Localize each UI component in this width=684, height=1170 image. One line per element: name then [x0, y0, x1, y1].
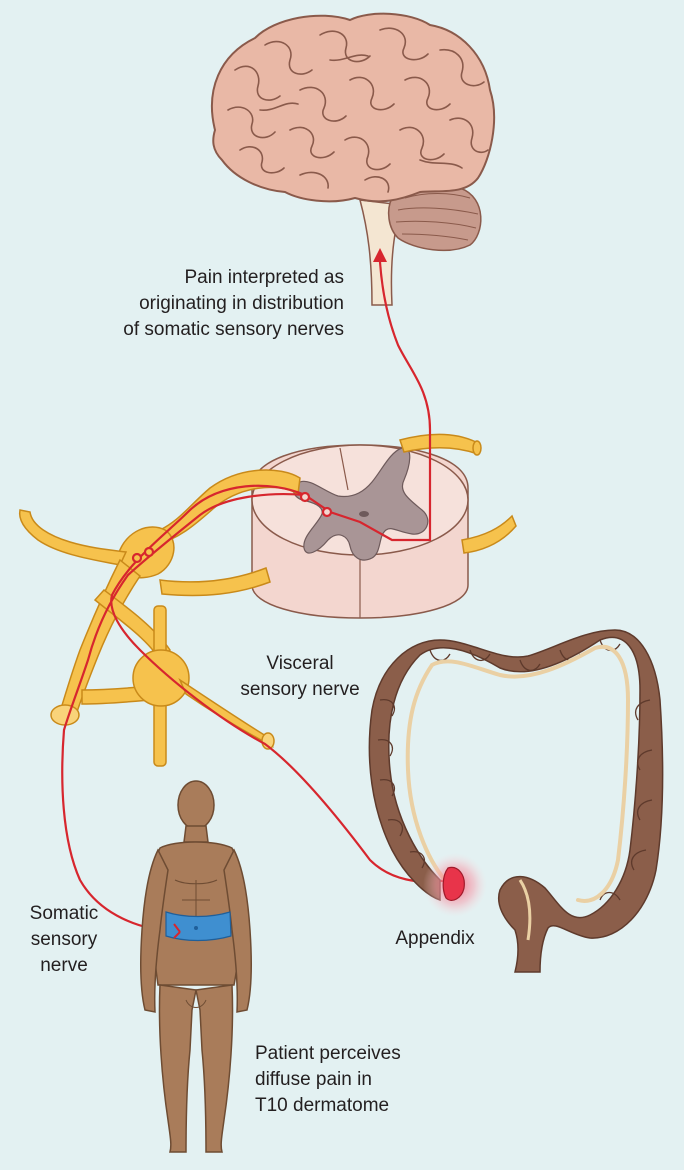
cerebellum-folia — [395, 193, 479, 241]
dorsal-ramus — [18, 509, 128, 566]
pain-interpreted-line-1: Pain interpreted as — [184, 267, 345, 288]
ventral-root-right-lower — [461, 514, 517, 554]
appendix-label: Appendix — [380, 926, 490, 952]
ramus-communicans — [93, 588, 171, 662]
nerve-cut-end — [50, 704, 80, 726]
sympathetic-ganglion — [132, 649, 190, 707]
spinal-cord-icon — [251, 444, 469, 619]
taenia-coli — [405, 644, 631, 903]
nerve-bundles — [18, 433, 517, 767]
somatic-afferent — [61, 493, 307, 934]
intra-cord-path — [303, 493, 422, 542]
appendix-line-1: Appendix — [395, 928, 475, 949]
colon-icon — [368, 629, 664, 973]
head — [177, 780, 215, 830]
central-canal — [359, 511, 369, 517]
human-figure-icon — [140, 780, 252, 1153]
somatic-nerve-label: Somatic sensory nerve — [14, 901, 114, 979]
inflamed-appendix-icon — [423, 853, 487, 917]
patient-perceives-label: Patient perceives diffuse pain in T10 de… — [255, 1041, 455, 1119]
ascending-tract — [378, 260, 432, 542]
pain-interpreted-label: Pain interpreted as originating in distr… — [60, 265, 344, 343]
posterior-sulcus — [339, 447, 349, 491]
somatic-line-2: sensory — [30, 929, 98, 950]
cerebrum — [210, 12, 496, 203]
large-intestine — [368, 629, 664, 973]
patient-line-1: Patient perceives — [255, 1043, 401, 1064]
ventral-root-right — [399, 433, 479, 456]
patient-line-3: T10 dermatome — [255, 1095, 390, 1116]
gray-matter — [292, 447, 429, 561]
visceral-nerve-label: Visceral sensory nerve — [220, 651, 380, 703]
neck — [183, 825, 209, 843]
pain-pathway — [61, 248, 450, 934]
pain-interpreted-line-3: of somatic sensory nerves — [123, 319, 344, 340]
brain-icon — [210, 12, 496, 306]
right-leg — [195, 984, 234, 1153]
visceral-line-1: Visceral — [266, 653, 334, 674]
visceral-line-2: sensory nerve — [240, 679, 360, 700]
pain-interpreted-line-2: originating in distribution — [139, 293, 344, 314]
ventral-root-left — [159, 567, 271, 597]
visceral-afferent — [110, 484, 450, 883]
arrowhead — [373, 248, 387, 262]
left-arm — [140, 848, 169, 1013]
left-leg — [158, 984, 197, 1153]
somatic-line-3: nerve — [40, 955, 88, 976]
somatic-line-1: Somatic — [29, 903, 99, 924]
patient-line-2: diffuse pain in — [255, 1069, 372, 1090]
dermatome-band-icon — [165, 911, 232, 942]
brain-gyri — [227, 27, 489, 193]
